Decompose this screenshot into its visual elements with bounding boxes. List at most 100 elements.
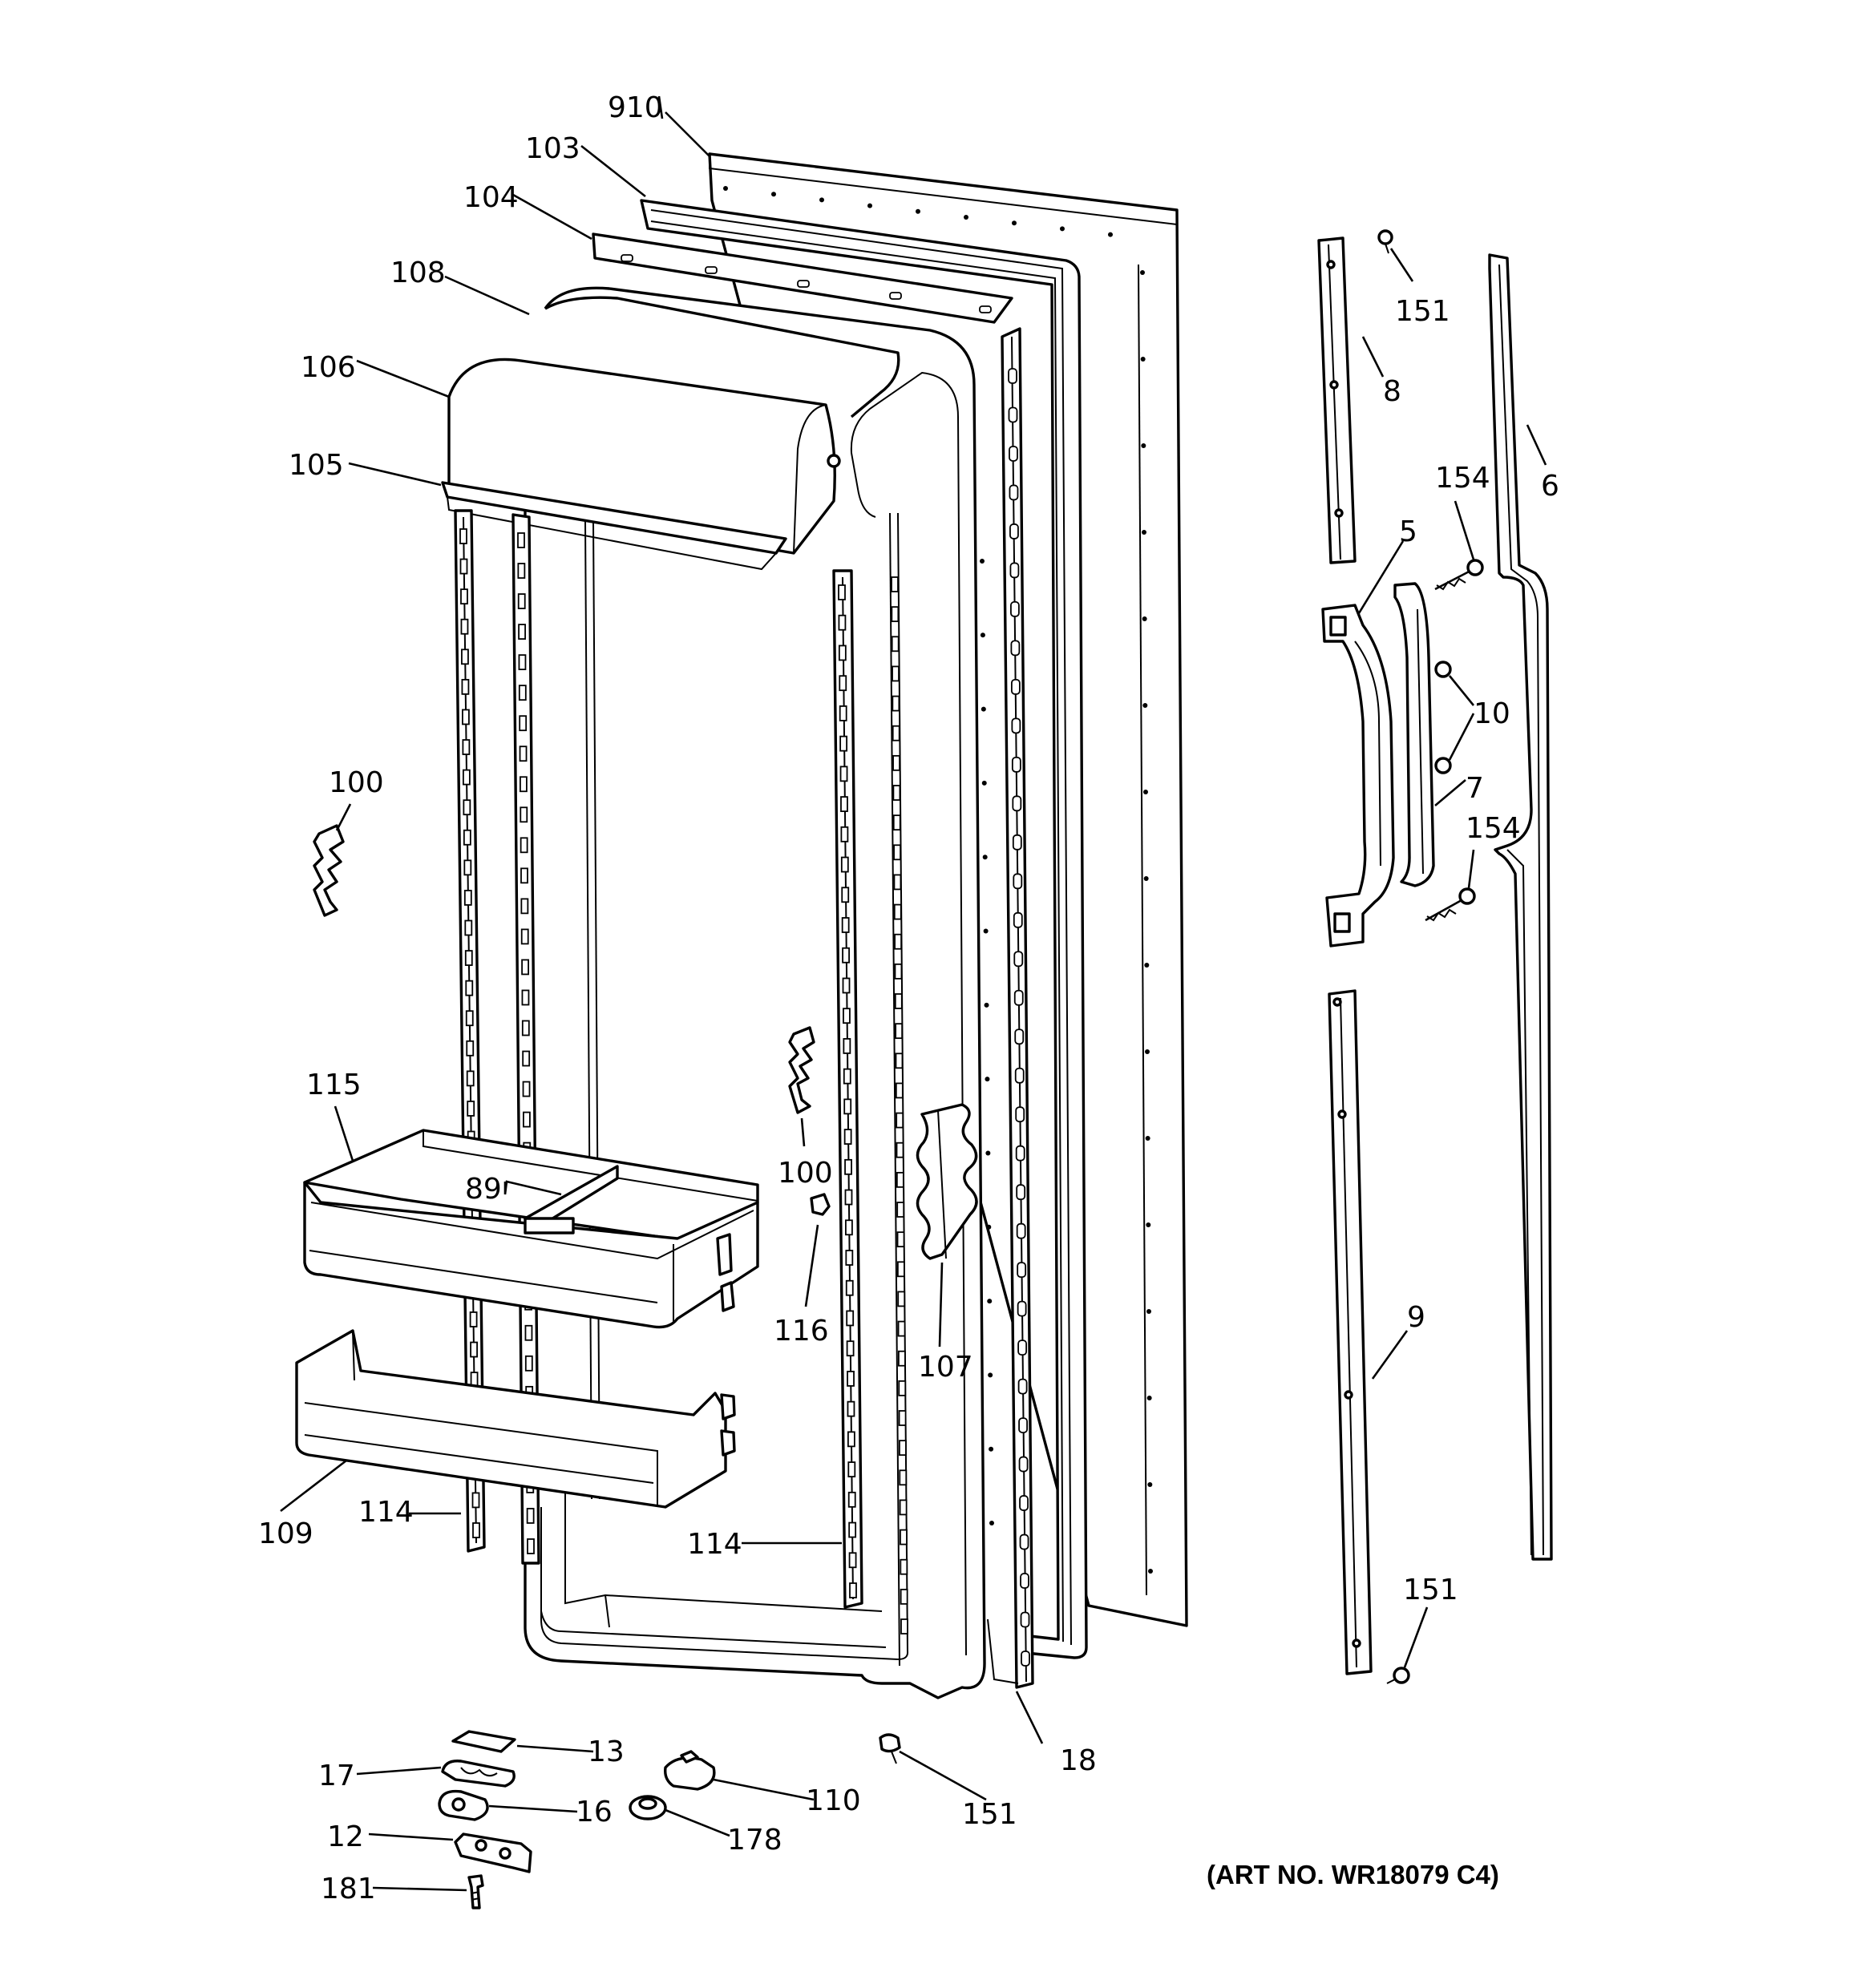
callout-105: 105 — [289, 449, 344, 482]
gasket-slot — [1020, 1611, 1030, 1628]
rail-slot — [466, 1040, 475, 1057]
dairy-door-hinge-strip — [441, 481, 787, 571]
rail-slot — [524, 1355, 533, 1372]
rail-slot — [847, 1400, 855, 1417]
rail-slot — [895, 1053, 904, 1069]
door-stop-178 — [629, 1795, 667, 1820]
hinge-plate-13 — [451, 1730, 516, 1753]
callout-labels: 910 103 104 108 106 105 100 115 89 100 1… — [258, 91, 1559, 1905]
handle-5 — [1321, 604, 1395, 948]
rail-slot — [460, 588, 468, 605]
panel-hole — [867, 203, 872, 208]
rail-slot — [520, 867, 528, 884]
gasket-slot — [1018, 1456, 1029, 1473]
gasket-slot — [1019, 1533, 1029, 1550]
frame-hole — [984, 1002, 989, 1008]
rail-slot — [518, 654, 527, 671]
rail-slot — [896, 1202, 905, 1218]
rail-slot — [893, 874, 902, 891]
callout-18: 18 — [1060, 1744, 1097, 1777]
callout-151-bottom: 151 — [962, 1798, 1017, 1831]
rail-slot — [844, 1189, 853, 1206]
callout-100-right: 100 — [778, 1157, 833, 1190]
frame-hole — [985, 1077, 990, 1082]
gasket-slot — [1012, 834, 1022, 851]
callout-181: 181 — [321, 1873, 376, 1905]
rail-slot — [842, 977, 851, 994]
screw-151-lower-right — [1386, 1667, 1410, 1684]
art-number: (ART NO. WR18079 C4) — [1207, 1860, 1499, 1889]
rail-slot — [520, 776, 528, 793]
rail-slot — [839, 705, 847, 721]
rail-slot — [839, 735, 848, 752]
small-clip — [810, 1193, 831, 1216]
gasket-slot — [1013, 911, 1023, 928]
rail-slot — [845, 1219, 853, 1236]
gasket-slot — [1020, 1573, 1029, 1589]
rail-slot — [847, 1431, 855, 1448]
rail-slot — [849, 1582, 857, 1598]
callout-5: 5 — [1399, 515, 1417, 548]
callout-104: 104 — [463, 181, 519, 214]
rail-slot — [520, 898, 529, 915]
door-shelf-bin — [295, 1329, 736, 1509]
callout-115: 115 — [306, 1069, 362, 1101]
rail-slot — [893, 844, 901, 861]
storage-bin — [303, 1129, 759, 1329]
rail-slot — [846, 1310, 855, 1327]
handle-mount-strip-8 — [1317, 236, 1357, 564]
gasket-slot — [1014, 1028, 1025, 1045]
rail-slot — [845, 1279, 854, 1296]
gasket-slot — [1009, 523, 1019, 539]
frame-hole — [988, 1372, 993, 1378]
rail-slot — [898, 1410, 907, 1426]
bottom-hinge-12 — [454, 1832, 532, 1873]
callout-116: 116 — [774, 1315, 829, 1348]
rail-slot — [892, 695, 900, 712]
rail-slot — [472, 1522, 480, 1538]
frame-hole — [980, 632, 985, 638]
panel-hole — [1146, 1309, 1151, 1314]
rail-slot — [461, 678, 470, 695]
rail-slot — [840, 856, 849, 873]
panel-hole — [1142, 703, 1148, 708]
rail-slot — [896, 1112, 904, 1129]
panel-hole — [1147, 1482, 1153, 1487]
rail-slot — [896, 1171, 904, 1188]
rail-slot — [839, 675, 847, 692]
panel-hole — [1146, 1396, 1152, 1400]
panel-hole — [1143, 876, 1149, 881]
panel-hole — [1142, 530, 1146, 535]
callout-154-top: 154 — [1435, 462, 1490, 495]
handle-screws-10 — [1434, 661, 1452, 774]
rail-slot — [900, 1558, 908, 1575]
hinge-screw-181 — [467, 1874, 484, 1909]
rail-slot — [471, 1492, 480, 1509]
panel-hole — [1142, 616, 1147, 621]
rail-slot — [463, 859, 472, 876]
gasket-slot — [1016, 1222, 1026, 1239]
rail-slot — [899, 1499, 908, 1516]
rail-slot — [840, 826, 849, 842]
rail-slot — [891, 606, 900, 623]
rail-slot — [847, 1491, 856, 1508]
rail-slot — [839, 766, 848, 782]
rail-slot — [521, 989, 530, 1006]
rail-slot — [899, 1469, 908, 1486]
callout-107: 107 — [918, 1351, 973, 1384]
rail-slot — [848, 1521, 857, 1538]
rail-slot — [838, 644, 847, 661]
rail-slot — [517, 563, 526, 579]
rail-slot — [460, 618, 469, 635]
door-gasket-strip — [987, 327, 1034, 1689]
rail-slot — [838, 584, 846, 600]
rail-slot — [891, 576, 899, 592]
frame-hole — [985, 1150, 991, 1156]
rail-slot — [522, 1081, 531, 1097]
rail-slot — [895, 1023, 904, 1040]
rail-slot — [843, 1068, 851, 1085]
rail-slot — [520, 806, 528, 823]
screw-151-top — [1377, 229, 1393, 254]
rail-slot — [843, 1098, 852, 1115]
rail-slot — [896, 1261, 905, 1278]
